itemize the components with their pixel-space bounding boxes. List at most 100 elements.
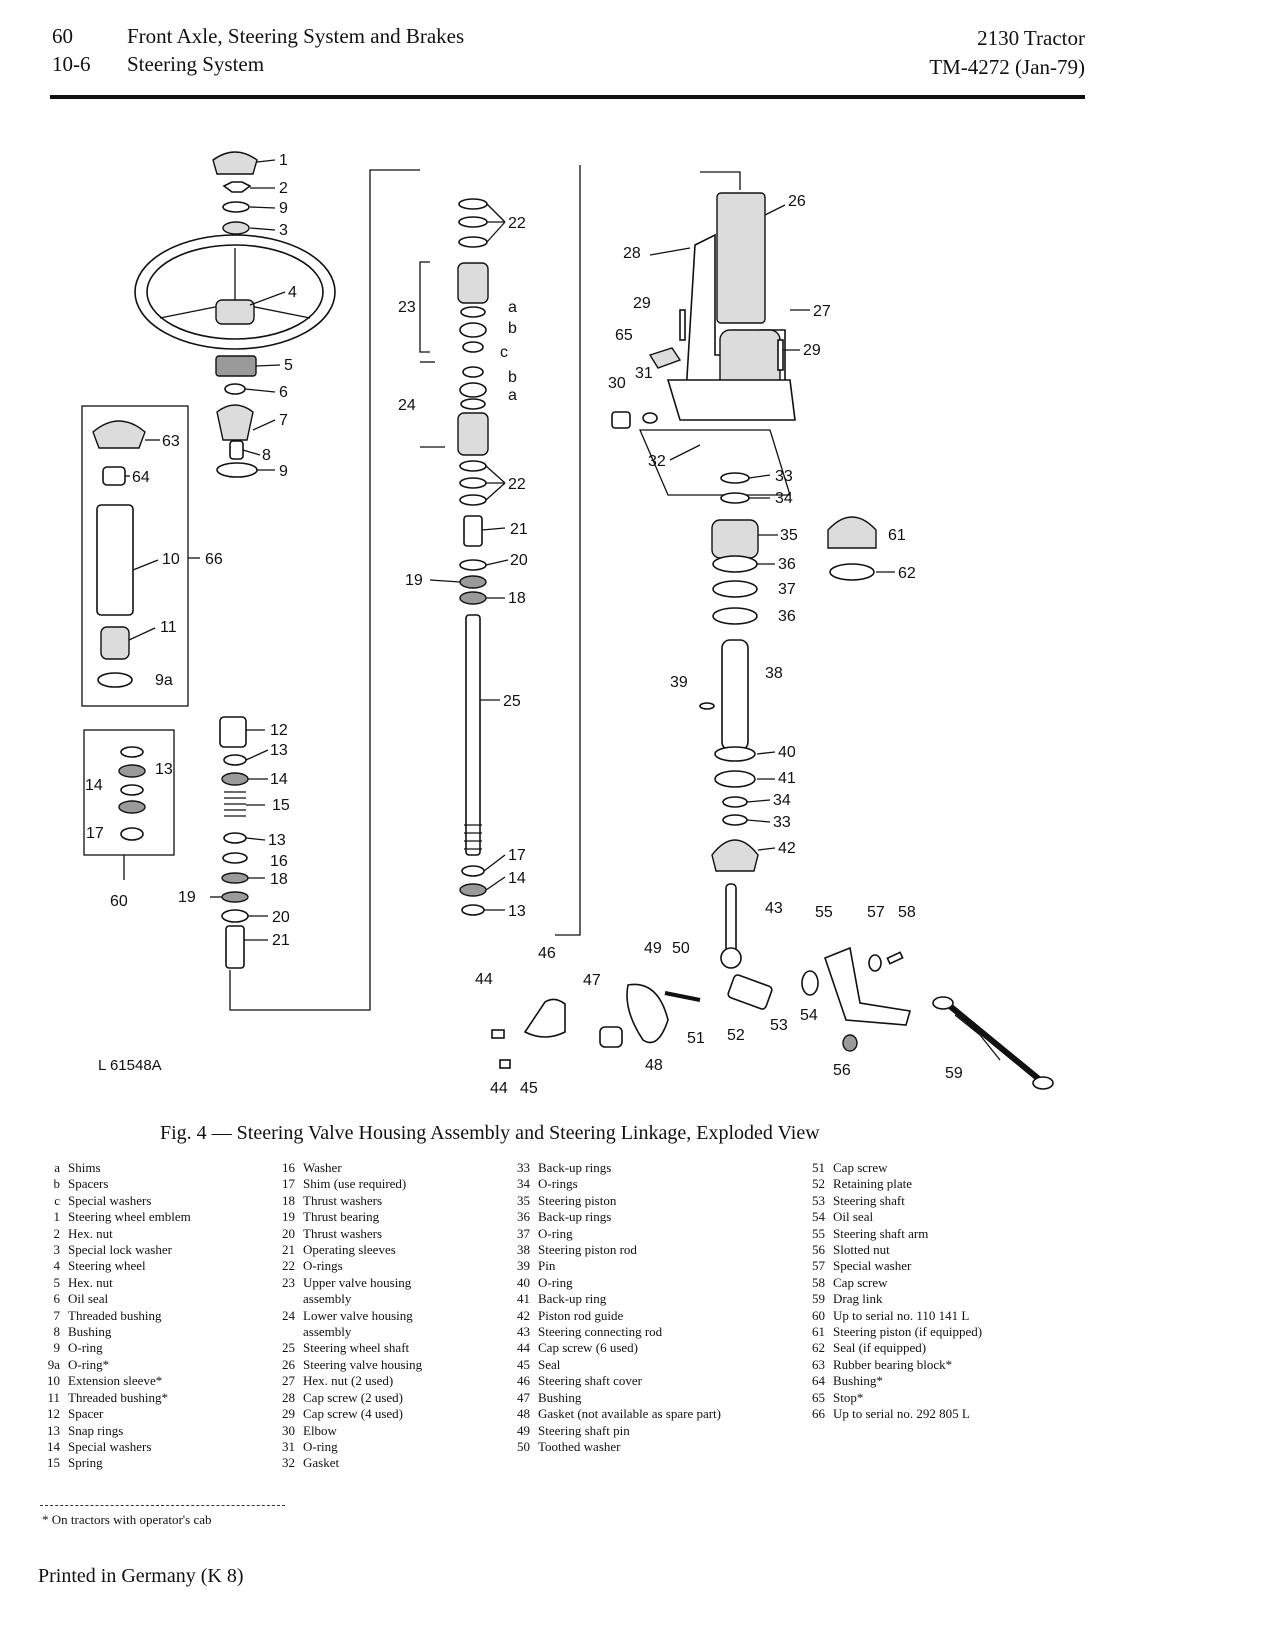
- legend-text: Steering piston (if equipped): [833, 1324, 983, 1340]
- callout: 25: [503, 693, 521, 710]
- callout: 63: [162, 433, 180, 450]
- legend-text: Steering piston: [538, 1192, 617, 1208]
- legend-text: Special lock washer: [68, 1242, 172, 1258]
- callout: 27: [813, 303, 831, 320]
- legend-text: O-ring: [303, 1438, 338, 1454]
- legend-number: 36: [517, 1209, 530, 1225]
- legend-text: Steering wheel emblem: [68, 1209, 191, 1225]
- legend-number: 34: [517, 1176, 530, 1192]
- legend-number: 16: [282, 1160, 295, 1175]
- callout: 43: [765, 900, 783, 917]
- callout: 36: [778, 556, 796, 573]
- legend-text: Thrust washers: [303, 1225, 383, 1241]
- callout: a: [508, 299, 517, 316]
- legend-text: Bushing*: [833, 1373, 883, 1389]
- callout: 28: [623, 245, 641, 262]
- legend-text: Seal (if equipped): [833, 1340, 927, 1356]
- legend-text: Spacer: [68, 1406, 104, 1422]
- callout: 22: [508, 215, 526, 232]
- legend-text: Thrust washers: [303, 1192, 383, 1208]
- steering-wheel-parts: [134, 151, 336, 478]
- legend-number: 57: [812, 1258, 825, 1274]
- header-rule: [50, 95, 1085, 99]
- legend-text: Drag link: [833, 1291, 883, 1307]
- callout: 12: [270, 722, 288, 739]
- callout: 7: [279, 412, 288, 429]
- legend-text: Piston rod guide: [538, 1307, 624, 1323]
- frame-lines: [229, 165, 741, 1011]
- leader-lines: [125, 159, 1001, 1061]
- callout: 18: [270, 871, 288, 888]
- callout: 17: [86, 825, 104, 842]
- callout: 13: [268, 832, 286, 849]
- callout: 20: [272, 909, 290, 926]
- legend-text: O-rings: [303, 1258, 343, 1274]
- callout: 65: [615, 327, 633, 344]
- callout: 55: [815, 904, 833, 921]
- legend-row: 22 O-rings: [265, 1258, 422, 1274]
- legend-text: Toothed washer: [538, 1438, 621, 1454]
- legend-text: Threaded bushing: [68, 1307, 162, 1323]
- legend-text: Steering valve housing: [303, 1356, 423, 1372]
- legend-text: Hex. nut: [68, 1274, 113, 1290]
- legend-number: 12: [47, 1406, 60, 1422]
- legend-text: Slotted nut: [833, 1242, 890, 1258]
- legend-text: Gasket (not available as spare part): [538, 1406, 722, 1422]
- legend-number: 61: [812, 1324, 825, 1340]
- legend-text: Upper valve housing: [303, 1274, 412, 1290]
- legend-text: Cap screw (4 used): [303, 1406, 403, 1422]
- legend-text: Up to serial no. 292 805 L: [833, 1406, 970, 1422]
- callout: 34: [775, 490, 793, 507]
- legend-row: 61 Steering piston (if equipped): [795, 1324, 982, 1340]
- legend-number: 39: [517, 1258, 530, 1274]
- legend-number: 44: [517, 1340, 530, 1356]
- legend-number: 29: [282, 1406, 295, 1422]
- callout: 54: [800, 1007, 818, 1024]
- legend-number: 28: [282, 1389, 295, 1405]
- callout: 9: [279, 463, 288, 480]
- callout: 44: [475, 971, 493, 988]
- callout: 20: [510, 552, 528, 569]
- legend-number: 52: [812, 1176, 825, 1192]
- legend-text: Extension sleeve*: [68, 1373, 163, 1389]
- callout: 56: [833, 1062, 851, 1079]
- legend-number: 22: [282, 1258, 295, 1274]
- legend-text: Lower valve housing: [303, 1307, 413, 1323]
- legend-number: 33: [517, 1160, 530, 1175]
- footnote-rule: [40, 1505, 285, 1506]
- callout: 58: [898, 904, 916, 921]
- legend-text: Cap screw: [833, 1274, 888, 1290]
- callout: 16: [270, 853, 288, 870]
- callout: 21: [510, 521, 528, 538]
- legend-number: 9: [53, 1340, 61, 1356]
- valve-housing-parts: [611, 192, 877, 969]
- model-name: 2130 Tractor: [977, 26, 1085, 50]
- callout: 32: [648, 453, 666, 470]
- legend-text: Shim (use required): [303, 1176, 407, 1192]
- callout: 29: [803, 342, 821, 359]
